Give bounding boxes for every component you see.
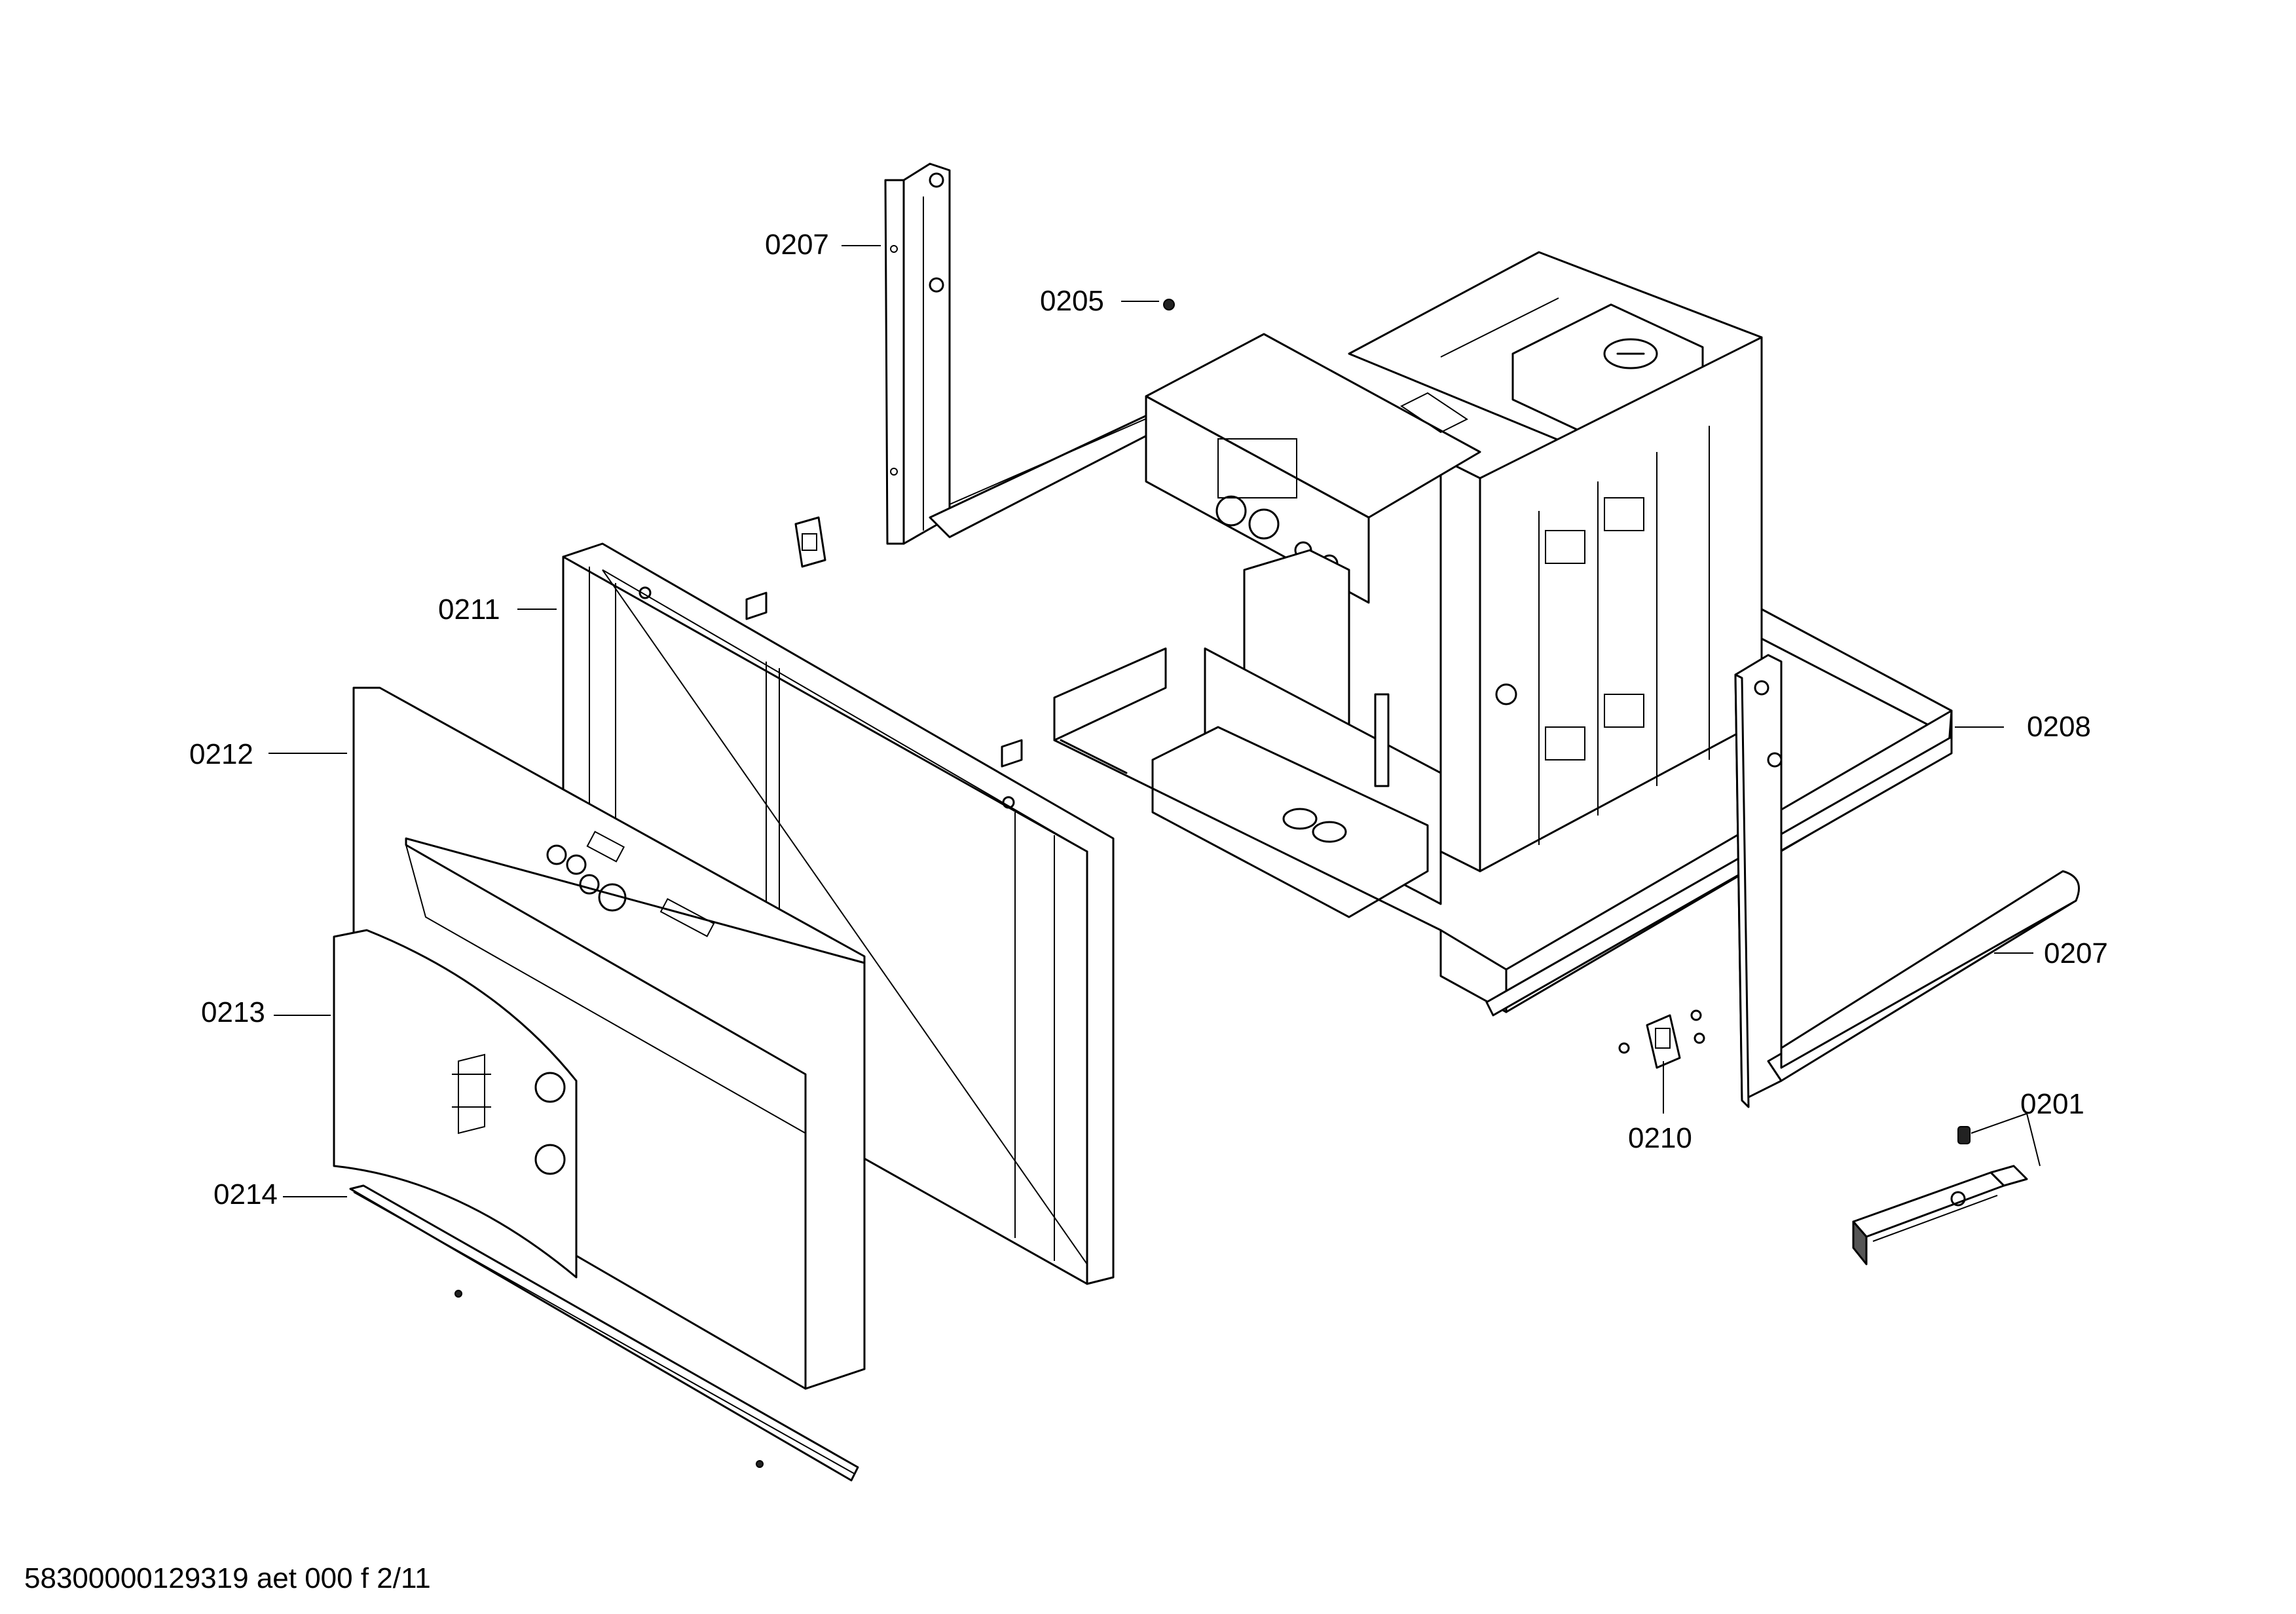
callout-0211: 0211 xyxy=(438,593,500,626)
part-0201-slide xyxy=(1852,1126,2028,1266)
part-0210-clip xyxy=(1618,1009,1705,1069)
document-reference: 58300000129319 aet 000 f 2/11 xyxy=(24,1562,431,1594)
part-0207-right-bracket xyxy=(1734,654,2080,1108)
callout-0213: 0213 xyxy=(201,996,265,1028)
callout-0201: 0201 xyxy=(2020,1088,2084,1120)
callout-0207-top: 0207 xyxy=(765,229,829,261)
callout-0212: 0212 xyxy=(189,738,253,770)
part-0212-front-panel xyxy=(352,686,866,1390)
coffee-machine-unit xyxy=(1053,251,1763,931)
part-0208-rail xyxy=(1439,608,1953,1017)
leader-0201-a xyxy=(1971,1113,2028,1134)
part-0210-clip-left xyxy=(794,516,826,568)
part-0207-left-bracket xyxy=(884,162,1167,545)
part-0205-screw xyxy=(1163,299,1175,310)
part-0213-door-cover xyxy=(333,929,578,1279)
callout-labels: 0207 0205 0211 0212 0213 0214 0208 0207 … xyxy=(189,229,2108,1210)
leader-0201-b xyxy=(2026,1113,2041,1167)
leader-lines xyxy=(268,245,2041,1197)
callout-0208: 0208 xyxy=(2027,711,2091,743)
callout-0207-right: 0207 xyxy=(2044,937,2108,969)
callout-0210: 0210 xyxy=(1628,1122,1692,1154)
callout-0214: 0214 xyxy=(213,1178,278,1210)
callout-0205: 0205 xyxy=(1040,285,1104,317)
part-0211-door-frame xyxy=(562,542,1115,1285)
part-0214-trim-strip xyxy=(349,1184,859,1482)
